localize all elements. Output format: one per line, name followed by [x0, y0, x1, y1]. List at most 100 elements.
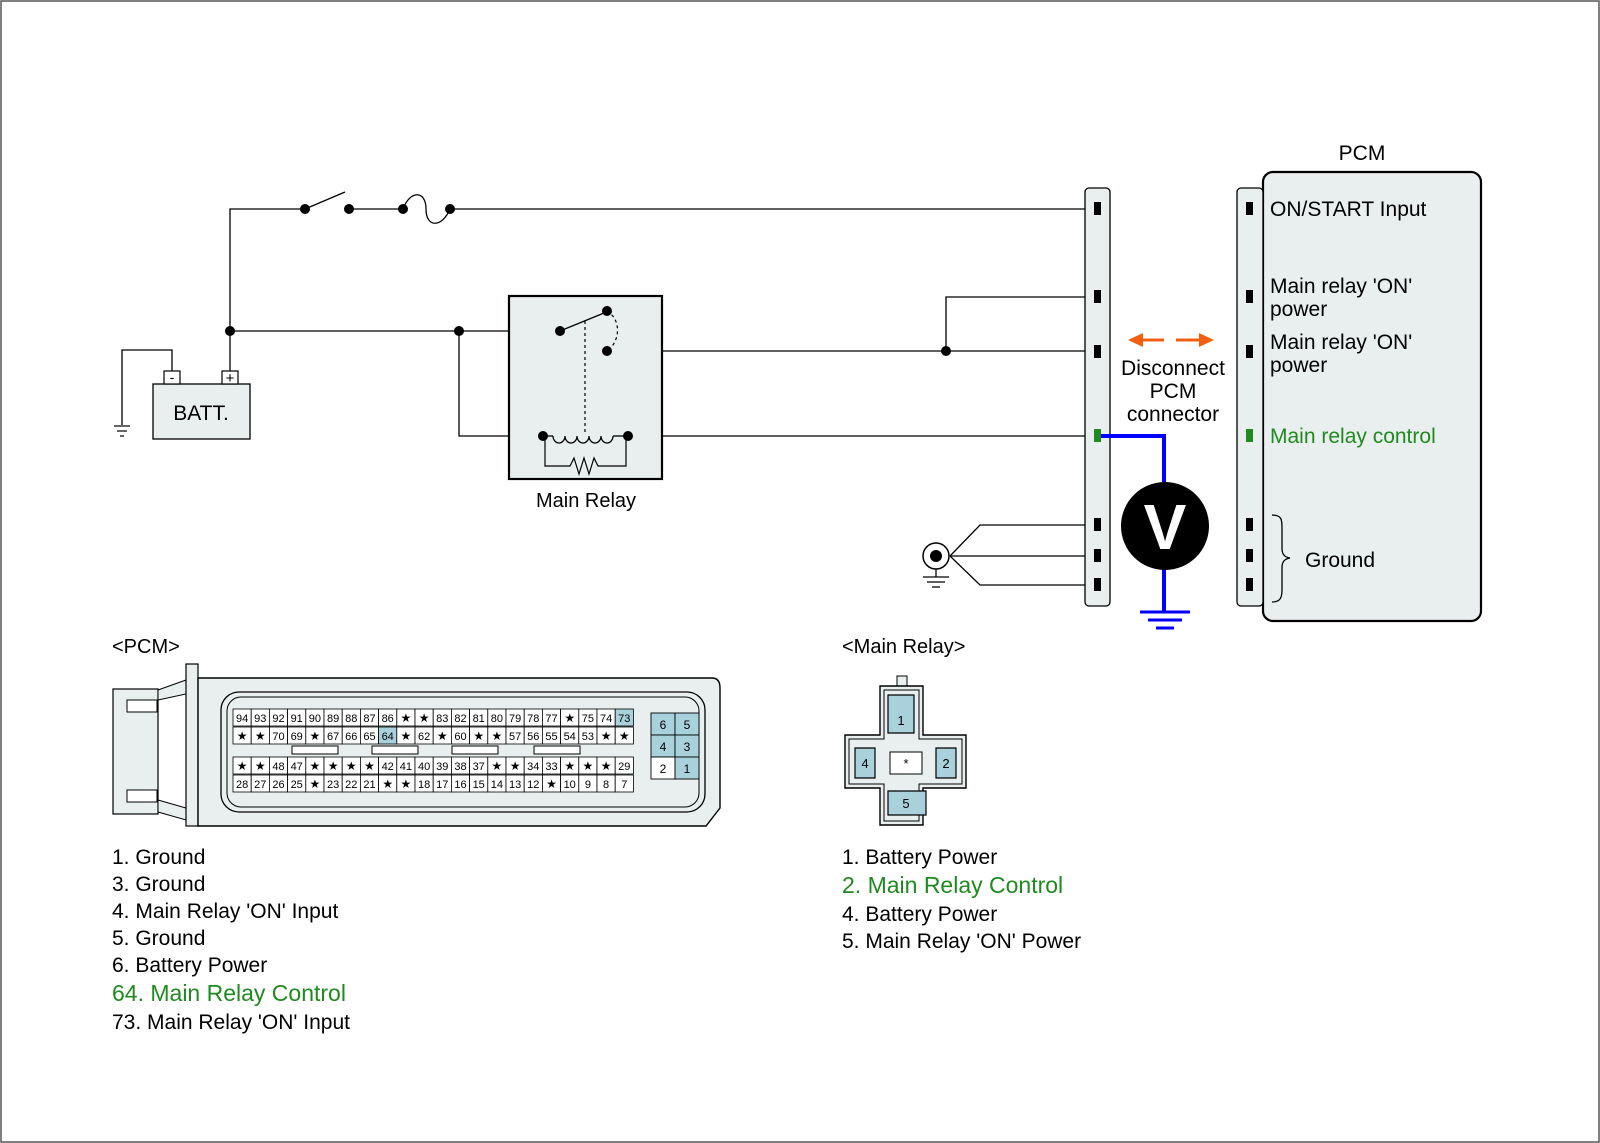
wires — [121, 208, 1100, 586]
relay-connector-face: 1 2 4 5 * — [844, 675, 967, 826]
pcm-pin-number: 54 — [564, 731, 576, 743]
pcm-pin-number: 83 — [436, 713, 448, 725]
pcm-pin-number: 28 — [236, 779, 248, 791]
pcm-module: PCM ON/START Input Main relay 'ON' power… — [1236, 142, 1483, 623]
pcm-pin-number: 65 — [363, 731, 375, 743]
pcm-pin-number: 62 — [418, 731, 430, 743]
pcm-legend-item: 3. Ground — [112, 873, 205, 896]
pcm-pin-ground-3 — [1246, 578, 1253, 591]
pcm-pin-number: 64 — [382, 731, 394, 743]
pcm-pin-number: 7 — [621, 779, 627, 791]
pcm-label-power1-a: Main relay 'ON' — [1270, 275, 1412, 298]
pcm-pin-number: 80 — [491, 713, 503, 725]
pcm-pin-number: 94 — [236, 713, 248, 725]
pcm-pin-number: 40 — [418, 761, 430, 773]
relay-pin-1: 1 — [897, 713, 904, 728]
wire-batt-ground — [121, 349, 173, 425]
pcm-connector-title: <PCM> — [112, 636, 180, 658]
pcm-pin-number: 57 — [509, 731, 521, 743]
pcm-pin-number: 22 — [345, 779, 357, 791]
pcm-pin-number: 34 — [527, 761, 539, 773]
pcm-pin-number: ★ — [237, 729, 248, 743]
pcm-pin-number: ★ — [564, 759, 575, 773]
ground-point-icon — [922, 542, 950, 588]
harness-connector — [1084, 187, 1111, 607]
wire-ground-3 — [949, 555, 1100, 586]
voltmeter-icon — [1121, 482, 1209, 570]
pcm-pin-control — [1246, 429, 1253, 442]
junction-dots — [225, 326, 951, 356]
relay-resistor — [544, 436, 627, 477]
pcm-pin-number: 12 — [527, 779, 539, 791]
relay-label: Main Relay — [536, 490, 636, 512]
pcm-pin-number: 77 — [545, 713, 557, 725]
disconnect-line3: connector — [1127, 403, 1219, 426]
pcm-pin-number: ★ — [364, 759, 375, 773]
pcm-pin-number: 81 — [473, 713, 485, 725]
pcm-pin-number: 29 — [618, 761, 630, 773]
pcm-pin-number: 79 — [509, 713, 521, 725]
relay-pin-4: 4 — [861, 756, 868, 771]
battery-neg-terminal — [163, 370, 181, 385]
relay-legend: 1. Battery Power 2. Main Relay Control 4… — [842, 846, 1081, 953]
pcm-title: PCM — [1339, 142, 1386, 165]
pcm-pin-number: ★ — [619, 729, 630, 743]
pcm-pin-number: ★ — [310, 777, 321, 791]
pcm-pin-on-start — [1246, 202, 1253, 215]
relay-legend-item: 5. Main Relay 'ON' Power — [842, 930, 1081, 953]
pcm-pin-number: 21 — [363, 779, 375, 791]
pcm-pin-cell — [614, 774, 634, 793]
pcm-pin-power-1 — [1246, 290, 1253, 303]
pcm-legend-item: 73. Main Relay 'ON' Input — [112, 1011, 350, 1034]
voltmeter: V — [1101, 434, 1209, 630]
pcm-pin-ground-2 — [1246, 549, 1253, 562]
pcm-pin-number: ★ — [601, 729, 612, 743]
pcm-pin-number: 25 — [291, 779, 303, 791]
pcm-label-power2-b: power — [1270, 354, 1327, 377]
pcm-pin-number: ★ — [255, 759, 266, 773]
pcm-block-number: 1 — [684, 762, 691, 776]
disconnect-line1: Disconnect — [1121, 357, 1225, 380]
pcm-pin-number: ★ — [492, 759, 503, 773]
pcm-pin-number: 53 — [582, 731, 594, 743]
battery-body — [152, 383, 251, 440]
wire-batt-top — [229, 208, 305, 384]
pcm-pin-number: 82 — [454, 713, 466, 725]
relay-pin-5: 5 — [902, 796, 909, 811]
pcm-pin-number: 17 — [436, 779, 448, 791]
relay-coil — [552, 435, 614, 444]
pcm-pin-number: 16 — [454, 779, 466, 791]
battery-ground-icon — [114, 425, 130, 437]
pcm-pin-power-2 — [1246, 345, 1253, 358]
pcm-label-control: Main relay control — [1270, 425, 1436, 448]
ignition-switch — [300, 191, 354, 214]
pcm-pin-number: 92 — [272, 713, 284, 725]
pcm-pin-number: 47 — [291, 761, 303, 773]
pcm-pin-number: 10 — [564, 779, 576, 791]
pcm-pin-number: 75 — [582, 713, 594, 725]
pcm-pin-number: 13 — [509, 779, 521, 791]
pcm-pin-number: ★ — [346, 759, 357, 773]
relay-legend-item: 1. Battery Power — [842, 846, 997, 869]
relay-connector-title: <Main Relay> — [842, 636, 965, 658]
pcm-pin-number: ★ — [419, 711, 430, 725]
pcm-pin-number: ★ — [382, 777, 393, 791]
pcm-pin-number: 18 — [418, 779, 430, 791]
pcm-pin-number: 87 — [363, 713, 375, 725]
pcm-block-cell — [674, 756, 700, 780]
pcm-legend-item-highlight: 64. Main Relay Control — [112, 980, 346, 1006]
pcm-pin-number: ★ — [237, 759, 248, 773]
pcm-pin-number: 74 — [600, 713, 612, 725]
pcm-pin-number: 39 — [436, 761, 448, 773]
pcm-label-power2-a: Main relay 'ON' — [1270, 331, 1412, 354]
pcm-pin-number: 8 — [603, 779, 609, 791]
fuse — [398, 194, 455, 224]
harness-pin-control — [1094, 429, 1101, 442]
pcm-pin-number: 88 — [345, 713, 357, 725]
harness-pin-power-2 — [1094, 345, 1101, 358]
ground-brace — [1271, 514, 1291, 603]
wire-relay-output-branch — [945, 296, 1100, 351]
pcm-pin-number: 38 — [454, 761, 466, 773]
